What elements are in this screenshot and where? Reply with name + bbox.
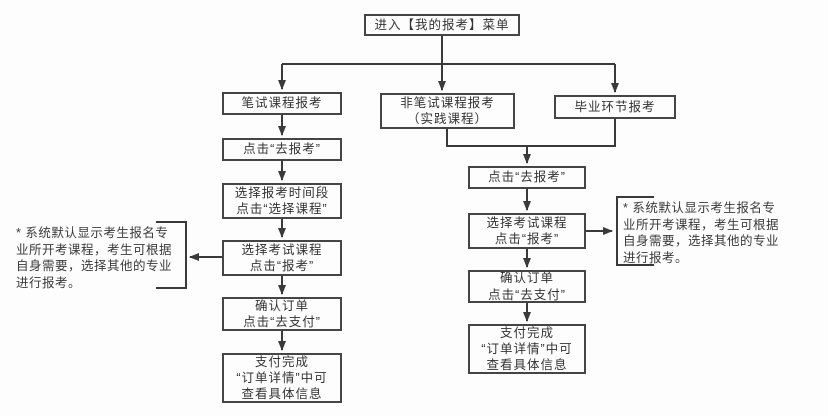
- node-merged-select-exam-course: 选择考试课程 点击“报考”: [468, 213, 586, 249]
- node-written-course-registration: 笔试课程报考: [222, 92, 342, 115]
- node-enter-my-registration-menu: 进入【我的报考】菜单: [364, 14, 520, 36]
- node-graduation-stage-registration: 毕业环节报考: [554, 95, 676, 119]
- connector-merge-bar: [446, 119, 616, 147]
- left-side-note: * 系统默认显示考生报名专 业所开考课程，考生可根据 自身需要，选择其他的专业 …: [16, 226, 173, 290]
- right-side-note: * 系统默认显示考生报名专 业所开考课程，考生可根据 自身需要，选择其他的专业 …: [623, 201, 780, 265]
- node-written-select-exam-course: 选择考试课程 点击“报考”: [222, 240, 342, 276]
- right-note-bracket: [616, 196, 654, 266]
- node-merged-payment-complete: 支付完成 “订单详情”中可 查看具体信息: [468, 324, 586, 374]
- left-note-bracket: [156, 221, 187, 289]
- node-non-written-course-registration: 非笔试课程报考 （实践课程）: [380, 93, 515, 129]
- node-written-payment-complete: 支付完成 “订单详情”中可 查看具体信息: [222, 353, 342, 403]
- node-written-click-go-register: 点击“去报考”: [222, 138, 342, 161]
- node-written-select-time-period: 选择报考时间段 点击“选择课程”: [222, 183, 342, 219]
- node-merged-confirm-order: 确认订单 点击“去支付”: [468, 270, 586, 303]
- node-written-confirm-order: 确认订单 点击“去支付”: [222, 297, 342, 331]
- node-merged-click-go-register: 点击“去报考”: [468, 166, 586, 189]
